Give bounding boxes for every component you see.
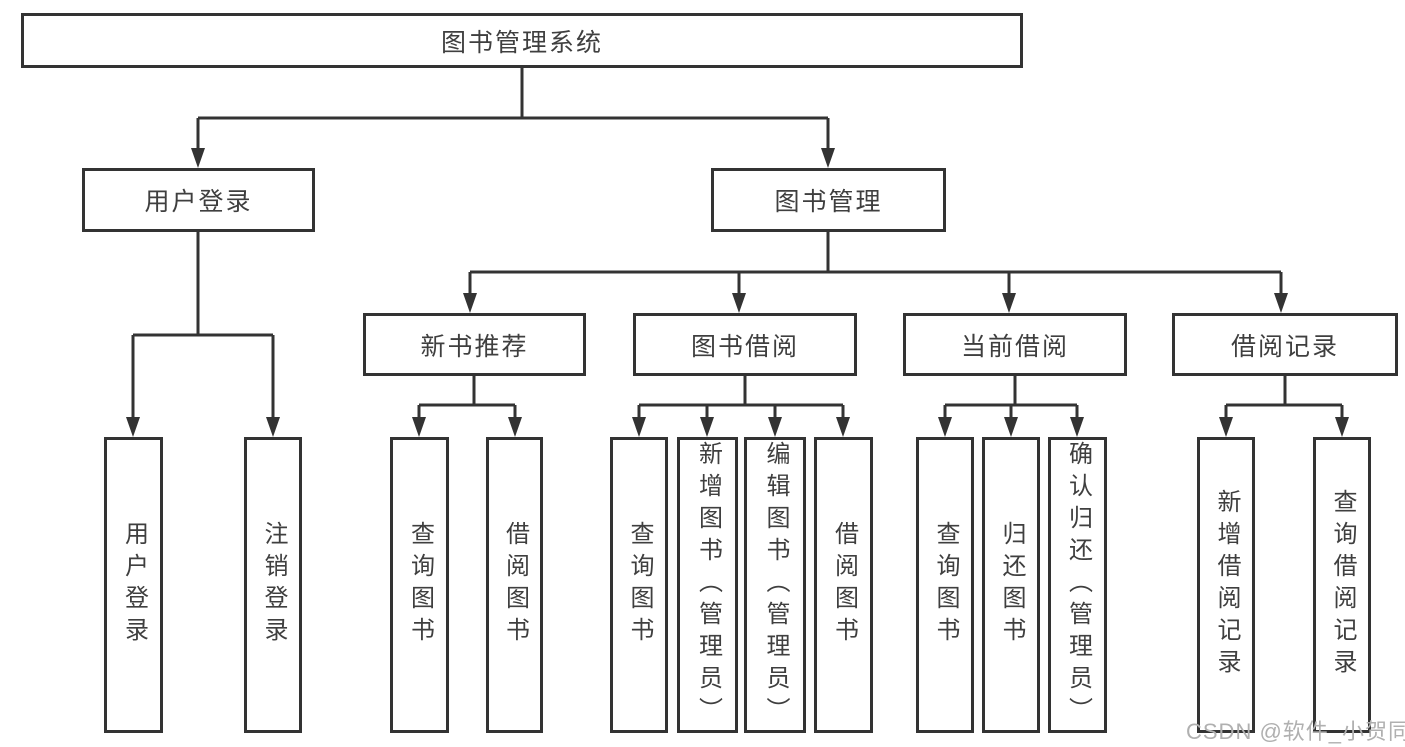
leaf-add-borrow-record: 新增借阅记录 — [1197, 437, 1255, 733]
leaf-query-books-borrowing-label: 查询图书 — [626, 521, 653, 649]
node-current-borrowing: 当前借阅 — [903, 313, 1127, 376]
node-borrowing-records: 借阅记录 — [1172, 313, 1398, 376]
leaf-query-books-current-label: 查询图书 — [932, 521, 959, 649]
leaf-query-books-current: 查询图书 — [916, 437, 974, 733]
tree-edges — [131, 68, 1344, 421]
leaf-confirm-return-admin: 确认归还（管理员） — [1048, 437, 1107, 733]
leaf-query-borrow-record: 查询借阅记录 — [1313, 437, 1371, 733]
leaf-borrow-books-recommend-label: 借阅图书 — [501, 521, 529, 649]
leaf-logout-label: 注销登录 — [260, 521, 287, 649]
leaf-query-books-recommend: 查询图书 — [390, 437, 449, 733]
leaf-user-login: 用户登录 — [104, 437, 163, 733]
leaf-query-borrow-record-label: 查询借阅记录 — [1329, 489, 1356, 681]
node-book-management: 图书管理 — [711, 168, 946, 232]
node-library-management-system: 图书管理系统 — [21, 13, 1023, 68]
leaf-add-borrow-record-label: 新增借阅记录 — [1213, 489, 1240, 681]
leaf-add-books-admin-label: 新增图书（管理员） — [694, 441, 722, 729]
leaf-user-login-label: 用户登录 — [120, 521, 148, 649]
node-book-borrowing: 图书借阅 — [633, 313, 857, 376]
leaf-query-books-recommend-label: 查询图书 — [406, 521, 434, 649]
watermark: CSDN @软件_小贺同学 — [1186, 719, 1405, 744]
leaf-return-books: 归还图书 — [982, 437, 1040, 733]
leaf-query-books-borrowing: 查询图书 — [610, 437, 668, 733]
leaf-edit-books-admin: 编辑图书（管理员） — [744, 437, 806, 733]
leaf-edit-books-admin-label: 编辑图书（管理员） — [762, 441, 789, 729]
leaf-borrow-books-borrowing: 借阅图书 — [814, 437, 873, 733]
node-new-book-recommendation: 新书推荐 — [363, 313, 586, 376]
leaf-return-books-label: 归还图书 — [998, 521, 1025, 649]
leaf-borrow-books-recommend: 借阅图书 — [486, 437, 543, 733]
leaf-logout: 注销登录 — [244, 437, 302, 733]
node-user-login: 用户登录 — [82, 168, 315, 232]
leaf-confirm-return-admin-label: 确认归还（管理员） — [1064, 441, 1092, 729]
leaf-borrow-books-borrowing-label: 借阅图书 — [830, 521, 858, 649]
leaf-add-books-admin: 新增图书（管理员） — [677, 437, 738, 733]
